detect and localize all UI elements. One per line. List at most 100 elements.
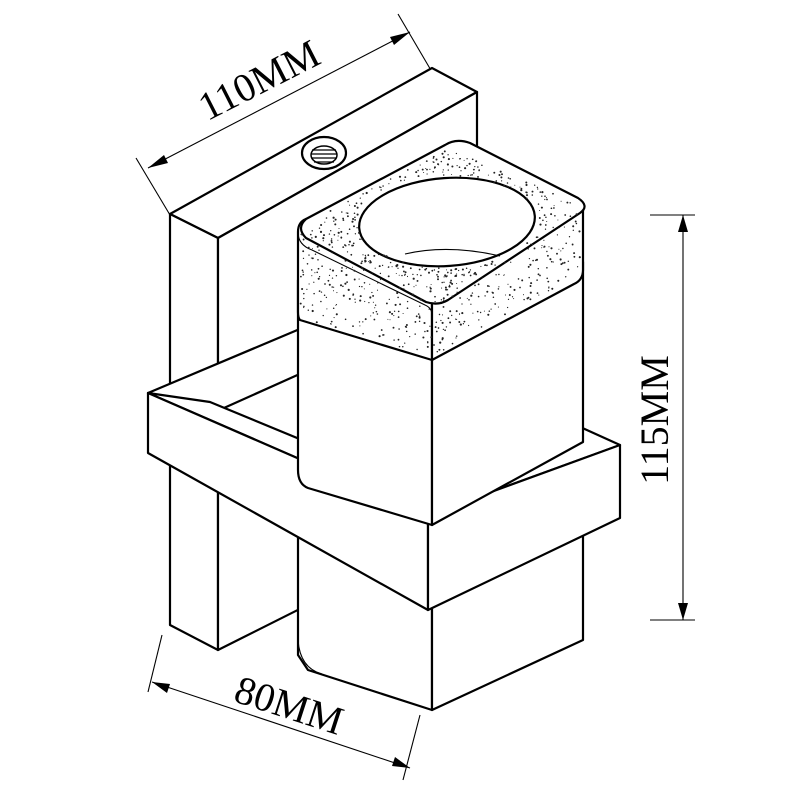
speckle-dot: [331, 269, 335, 272]
speckle-dot: [421, 266, 423, 268]
speckle-dot: [519, 186, 521, 188]
speckle-dot: [556, 252, 558, 255]
speckle-dot: [503, 184, 506, 187]
speckle-dot: [301, 287, 304, 291]
speckle-dot: [477, 283, 480, 286]
speckle-dot: [402, 261, 404, 263]
speckle-dot: [463, 274, 465, 277]
speckle-dot: [470, 303, 472, 305]
speckle-dot: [443, 150, 446, 153]
speckle-dot: [417, 313, 420, 315]
speckle-dot: [514, 184, 516, 186]
speckle-dot: [538, 294, 540, 296]
glass-opening: [358, 176, 536, 268]
speckle-dot: [529, 263, 532, 266]
speckle-dot: [426, 329, 429, 333]
speckle-dot: [538, 239, 540, 241]
speckle-dot: [525, 194, 529, 197]
speckle-dot: [335, 304, 338, 306]
speckle-dot: [400, 179, 402, 182]
speckle-dot: [480, 265, 482, 268]
speckle-dot: [360, 202, 363, 205]
speckle-dot: [546, 198, 548, 201]
speckle-dot: [332, 216, 335, 219]
speckle-dot: [416, 279, 419, 282]
speckle-dot: [345, 244, 347, 247]
speckle-dot: [426, 168, 428, 171]
speckle-dot: [335, 275, 338, 277]
speckle-dot: [544, 228, 547, 230]
speckle-dot: [484, 264, 486, 267]
speckle-dot: [423, 321, 426, 325]
speckle-dot: [311, 248, 313, 250]
speckle-dot: [346, 212, 349, 214]
speckle-dot: [332, 290, 335, 292]
speckle-dot: [318, 249, 320, 251]
speckle-dot: [479, 311, 482, 314]
speckle-dot: [458, 321, 461, 323]
speckle-dot: [331, 252, 333, 254]
speckle-dot: [459, 174, 462, 177]
speckle-dot: [433, 167, 436, 169]
speckle-dot: [325, 217, 328, 219]
speckle-dot: [344, 282, 347, 285]
speckle-dot: [364, 257, 367, 260]
speckle-dot: [530, 282, 533, 285]
speckle-dot: [318, 227, 321, 229]
speckle-dot: [354, 216, 356, 219]
speckle-dot: [415, 284, 417, 286]
speckle-dot: [573, 255, 576, 258]
speckle-dot: [330, 241, 333, 244]
speckle-dot: [442, 156, 445, 159]
speckle-dot: [500, 176, 503, 179]
speckle-dot: [412, 273, 414, 276]
speckle-dot: [486, 290, 489, 293]
speckle-dot: [315, 321, 318, 324]
speckle-dot: [341, 267, 343, 269]
speckle-dot: [528, 258, 531, 260]
speckle-dot: [463, 320, 466, 323]
speckle-dot: [468, 162, 471, 165]
speckle-dot: [538, 217, 541, 219]
speckle-dot: [396, 260, 398, 262]
speckle-dot: [330, 323, 332, 325]
speckle-dot: [477, 279, 480, 281]
speckle-dot: [354, 298, 356, 300]
speckle-dot: [388, 298, 390, 301]
speckle-dot: [532, 259, 534, 262]
speckle-dot: [375, 310, 378, 313]
speckle-dot: [374, 267, 376, 269]
speckle-dot: [560, 200, 562, 202]
speckle-dot: [578, 256, 581, 259]
speckle-dot: [432, 157, 435, 159]
speckle-dot: [546, 220, 548, 223]
speckle-dot: [542, 219, 544, 222]
speckle-dot: [432, 155, 435, 158]
speckle-dot: [554, 215, 556, 217]
speckle-dot: [359, 238, 361, 241]
speckle-dot: [422, 336, 425, 339]
speckle-dot: [402, 312, 404, 315]
speckle-dot: [376, 289, 379, 291]
speckle-dot: [324, 221, 326, 223]
speckle-dot: [435, 330, 438, 333]
speckle-dot: [313, 281, 315, 283]
speckle-dot: [456, 287, 458, 289]
speckle-dot: [450, 272, 452, 274]
speckle-dot: [441, 281, 443, 284]
speckle-dot: [391, 266, 393, 268]
speckle-dot: [394, 303, 397, 306]
speckle-dot: [388, 183, 390, 185]
speckle-dot: [449, 281, 452, 284]
speckle-dot: [545, 216, 547, 218]
speckle-dot: [510, 261, 512, 263]
speckle-dot: [334, 223, 337, 226]
speckle-dot: [507, 177, 510, 179]
speckle-dot: [480, 326, 483, 328]
speckle-dot: [311, 275, 313, 277]
speckle-dot: [517, 278, 520, 280]
speckle-dot: [361, 285, 363, 288]
speckle-dot: [520, 189, 523, 192]
speckle-dot: [387, 266, 390, 268]
